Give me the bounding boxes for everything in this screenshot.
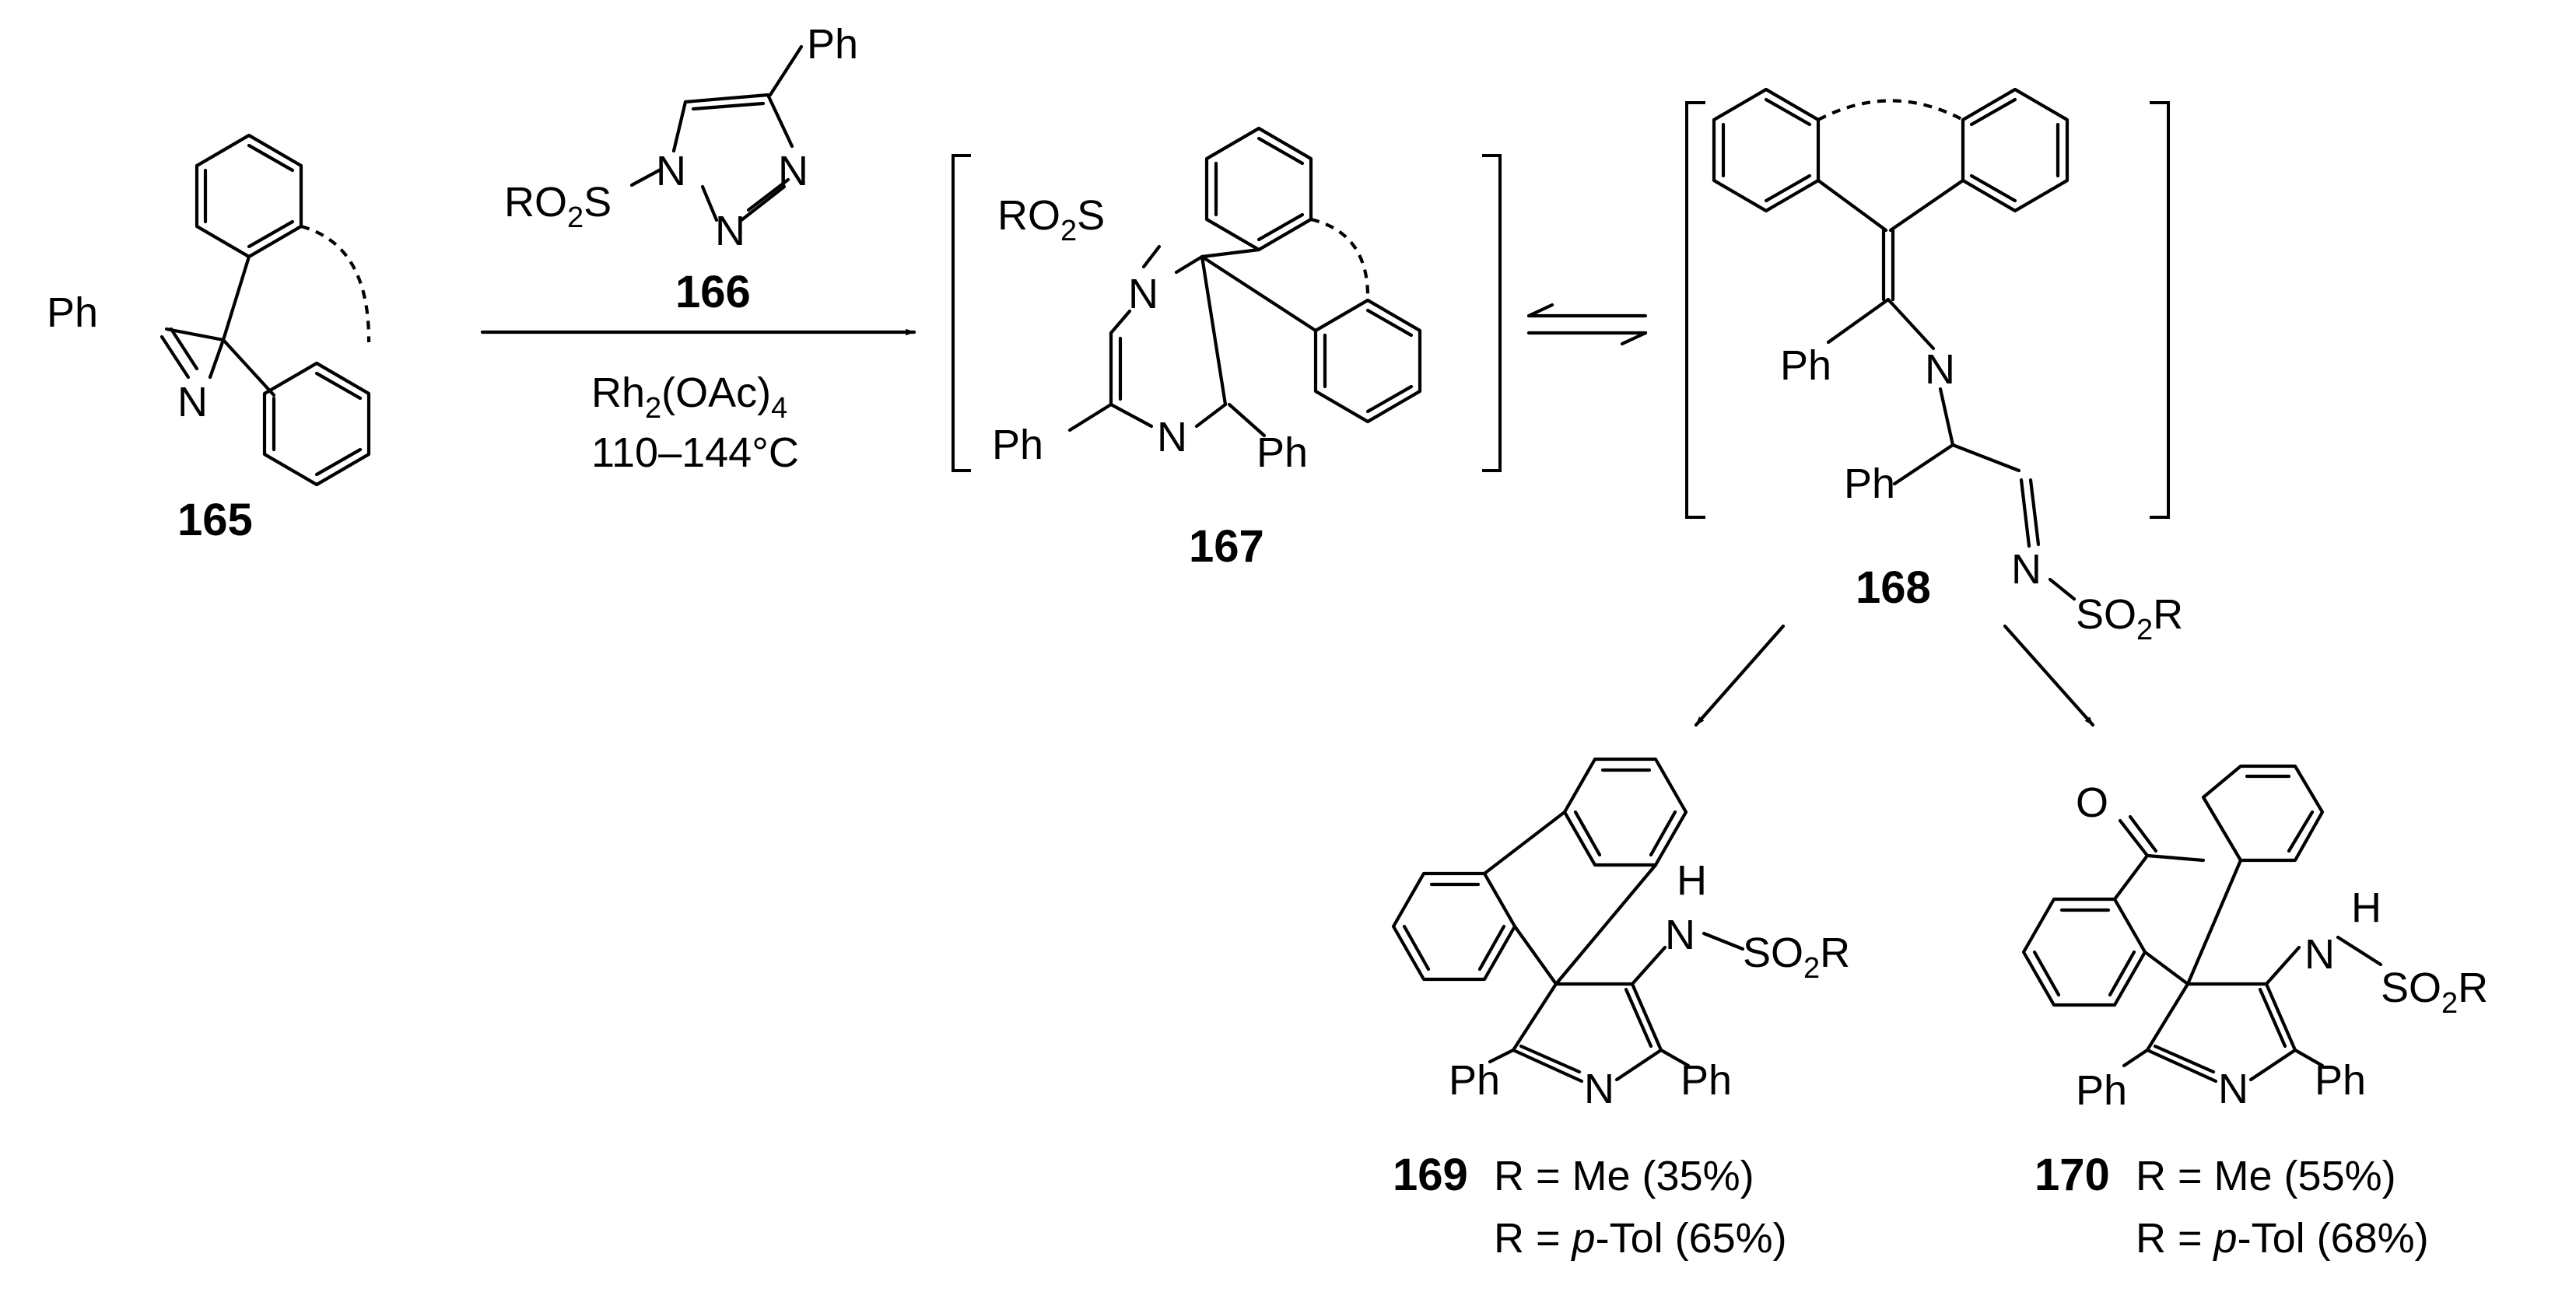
n2-label-166: N	[715, 208, 745, 254]
phenyl-ring-168-left	[1712, 87, 1821, 213]
compound-number-170: 170	[2035, 1150, 2110, 1200]
n-sulfonyl-label-168: N	[2011, 546, 2042, 593]
fluorene-ring-upper-169	[1562, 757, 1688, 867]
sulfonyl-label-167: RO2S	[997, 192, 1105, 247]
dashed-tether-168	[1817, 99, 1964, 121]
compound-number-168: 168	[1856, 562, 1931, 613]
phenyl-ring-lower	[262, 361, 371, 487]
ph-left-label-167: Ph	[992, 422, 1043, 468]
temperature-label: 110–144°C	[591, 429, 799, 476]
ph-right-label-169: Ph	[1681, 1057, 1732, 1104]
anthrone-ring-upper-170	[2201, 764, 2325, 863]
yield-170-ptol: R = p-Tol (68%)	[2136, 1215, 2429, 1262]
phenyl-ring-167-lower	[1313, 298, 1422, 424]
arrow-to-169	[1694, 624, 1786, 727]
ph-right-label-167: Ph	[1256, 429, 1308, 476]
arrow-to-170	[2003, 624, 2095, 727]
n1-label-166: N	[656, 148, 686, 194]
anthrone-ring-lower-170	[2021, 897, 2147, 1007]
product-170-structure: O H N SO2R Ph N Ph	[2021, 764, 2488, 1114]
ph-left-label-170: Ph	[2076, 1067, 2127, 1114]
sulfonyl-label-168: SO2R	[2076, 591, 2183, 646]
h-label-170: H	[2351, 884, 2381, 931]
sulfonyl-label-169: SO2R	[1743, 930, 1850, 985]
phenyl-ring-167-upper	[1204, 126, 1313, 252]
n1-label-167: N	[1128, 271, 1158, 317]
compound-165-structure: Ph N 165	[47, 133, 371, 545]
sulfonyl-label-166: RO2S	[504, 179, 612, 234]
catalyst-label: Rh2(OAc)4	[591, 369, 787, 425]
compound-number-169: 169	[1393, 1150, 1468, 1200]
h-label-169: H	[1677, 857, 1707, 904]
product-169-structure: H N SO2R Ph N Ph	[1391, 757, 1850, 1112]
intermediate-167-bracket	[952, 154, 1502, 472]
ph-left-label-169: Ph	[1449, 1057, 1500, 1104]
yield-169-me: R = Me (35%)	[1494, 1153, 1754, 1199]
intermediate-167-structure: N N RO2S Ph Ph 167	[992, 126, 1422, 572]
intermediate-168-structure: Ph N Ph N SO2R 168	[1712, 87, 2183, 646]
compound-166-structure: Ph N N N RO2S 166	[504, 21, 858, 317]
ph-top-label-168: Ph	[1780, 342, 1831, 389]
reaction-conditions: Rh2(OAc)4 110–144°C	[591, 369, 799, 476]
yield-170-me: R = Me (55%)	[2136, 1153, 2396, 1199]
o-label-170: O	[2076, 779, 2108, 826]
n4-label-167: N	[1157, 414, 1187, 460]
ph-right-label-170: Ph	[2315, 1057, 2366, 1104]
intermediate-168-bracket	[1685, 101, 2170, 519]
dashed-tether	[300, 224, 371, 343]
product-169-caption: 169 R = Me (35%) R = p-Tol (65%)	[1393, 1150, 1787, 1262]
compound-number-167: 167	[1189, 521, 1264, 572]
n-ring-label-170: N	[2218, 1066, 2248, 1112]
equilibrium-arrow	[1526, 303, 1648, 346]
n-ring-label-169: N	[1584, 1066, 1614, 1112]
compound-number-165: 165	[177, 495, 253, 545]
compound-number-166: 166	[675, 267, 751, 317]
fluorene-ring-lower-169	[1391, 871, 1517, 982]
ph-label-165: Ph	[47, 289, 98, 336]
ph-bottom-label-168: Ph	[1844, 460, 1895, 507]
n-amine-label-170: N	[2304, 931, 2335, 978]
n-label-165: N	[177, 379, 208, 425]
n-imine-label-168: N	[1925, 346, 1955, 393]
ph-label-166: Ph	[807, 21, 858, 68]
phenyl-ring-168-right	[1961, 87, 2070, 213]
n3-label-166: N	[778, 148, 808, 194]
product-170-caption: 170 R = Me (55%) R = p-Tol (68%)	[2035, 1150, 2429, 1262]
dashed-tether-167	[1310, 217, 1370, 301]
phenyl-ring-upper	[195, 133, 303, 259]
n-amine-label-169: N	[1665, 912, 1695, 958]
yield-169-ptol: R = p-Tol (65%)	[1494, 1215, 1787, 1262]
sulfonyl-label-170: SO2R	[2381, 965, 2488, 1020]
